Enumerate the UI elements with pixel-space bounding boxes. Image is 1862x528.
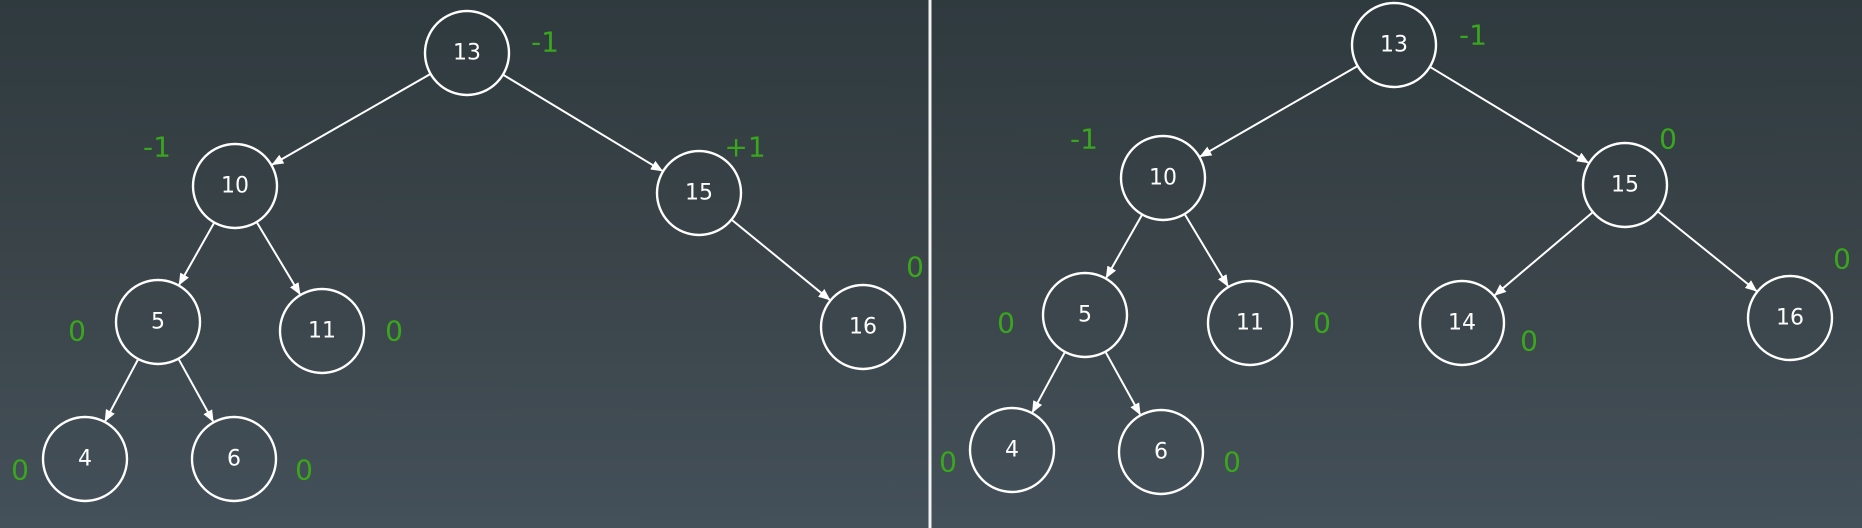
tree-node-11: 11 <box>278 287 366 375</box>
node-value-label: 5 <box>151 310 165 335</box>
right-tree: 13 -1 10 -1 15 0 5 0 11 0 14 0 16 0 4 0 6 0 <box>939 1 1851 496</box>
balance-factor-label: 0 <box>68 315 86 348</box>
tree-node-4: 4 <box>41 415 129 503</box>
node-value-label: 10 <box>221 174 249 199</box>
node-value-label: 14 <box>1448 311 1476 336</box>
node-value-label: 11 <box>308 319 336 344</box>
balance-factor-label: 0 <box>385 315 403 348</box>
balance-factor-label: 0 <box>1313 307 1331 340</box>
node-value-label: 13 <box>453 41 481 66</box>
edge-arrow-10-to-11 <box>255 221 301 295</box>
node-circle <box>1119 134 1207 222</box>
node-value-label: 6 <box>227 447 241 472</box>
balance-factor-label: 0 <box>1659 123 1677 156</box>
node-value-label: 11 <box>1236 311 1264 336</box>
tree-node-16: 16 <box>1746 274 1834 362</box>
balance-factor-label: +1 <box>724 131 765 164</box>
tree-node-11: 11 <box>1206 279 1294 367</box>
balance-factor-label: 0 <box>939 446 957 479</box>
node-circle <box>1117 408 1205 496</box>
balance-factor-label: 0 <box>295 454 313 487</box>
node-circle <box>1746 274 1834 362</box>
node-circle <box>1581 141 1669 229</box>
balance-factor-label: 0 <box>906 251 924 284</box>
balance-factor-label: -1 <box>1459 19 1487 52</box>
node-value-label: 15 <box>1611 173 1639 198</box>
tree-node-10: 10 <box>191 142 279 230</box>
node-circle <box>191 142 279 230</box>
tree-node-15: 15 <box>1581 141 1669 229</box>
tree-node-6: 6 <box>190 415 278 503</box>
node-value-label: 13 <box>1380 33 1408 58</box>
node-circle <box>190 415 278 503</box>
balance-factor-label: 0 <box>1833 243 1851 276</box>
trees-layer: 13 -1 10 -1 15 +1 5 0 11 0 16 0 4 0 6 0 13 -1 10 -1 15 0 5 0 11 0… <box>11 1 1851 503</box>
balance-factor-label: -1 <box>1070 123 1098 156</box>
balance-factor-label: -1 <box>143 131 171 164</box>
edge-arrow-13-to-10 <box>271 73 432 166</box>
tree-node-6: 6 <box>1117 408 1205 496</box>
edge-arrow-15-to-16 <box>1657 210 1758 292</box>
node-circle <box>819 283 907 371</box>
edge-arrow-13-to-10 <box>1199 65 1359 158</box>
node-circle <box>278 287 366 375</box>
balance-factor-label: -1 <box>531 26 559 59</box>
edge-arrow-13-to-15 <box>502 73 664 172</box>
tree-node-13: 13 <box>1350 1 1438 89</box>
node-value-label: 4 <box>78 447 92 472</box>
edge-arrow-15-to-16 <box>730 218 831 301</box>
node-circle <box>1206 279 1294 367</box>
node-value-label: 15 <box>685 181 713 206</box>
node-value-label: 5 <box>1078 303 1092 328</box>
edge-arrow-10-to-5 <box>178 222 216 286</box>
node-circle <box>655 149 743 237</box>
balance-factor-label: 0 <box>1520 325 1538 358</box>
balance-factor-label: 0 <box>1223 446 1241 479</box>
left-tree: 13 -1 10 -1 15 +1 5 0 11 0 16 0 4 0 6 0 <box>11 9 924 503</box>
node-circle <box>1350 1 1438 89</box>
edge-arrow-10-to-11 <box>1183 213 1229 287</box>
edge-arrow-5-to-4 <box>104 358 140 422</box>
edge-arrow-5-to-6 <box>177 358 214 423</box>
node-value-label: 16 <box>849 315 877 340</box>
edge-arrow-13-to-15 <box>1429 65 1590 164</box>
node-value-label: 10 <box>1149 166 1177 191</box>
node-value-label: 6 <box>1154 440 1168 465</box>
node-value-label: 4 <box>1005 438 1019 463</box>
edge-arrow-10-to-5 <box>1105 214 1144 279</box>
edge-arrow-15-to-14 <box>1494 211 1594 296</box>
tree-node-15: 15 <box>655 149 743 237</box>
balance-factor-label: 0 <box>11 454 29 487</box>
node-value-label: 16 <box>1776 306 1804 331</box>
tree-node-13: 13 <box>423 9 511 97</box>
node-circle <box>1418 279 1506 367</box>
tree-node-16: 16 <box>819 283 907 371</box>
node-circle <box>968 406 1056 494</box>
tree-node-5: 5 <box>1041 271 1129 359</box>
edge-arrow-5-to-6 <box>1104 351 1141 416</box>
node-circle <box>41 415 129 503</box>
tree-node-5: 5 <box>114 278 202 366</box>
node-circle <box>423 9 511 97</box>
tree-node-14: 14 <box>1418 279 1506 367</box>
edge-arrow-5-to-4 <box>1031 351 1066 414</box>
tree-node-4: 4 <box>968 406 1056 494</box>
balance-factor-label: 0 <box>997 307 1015 340</box>
node-circle <box>114 278 202 366</box>
node-circle <box>1041 271 1129 359</box>
tree-node-10: 10 <box>1119 134 1207 222</box>
